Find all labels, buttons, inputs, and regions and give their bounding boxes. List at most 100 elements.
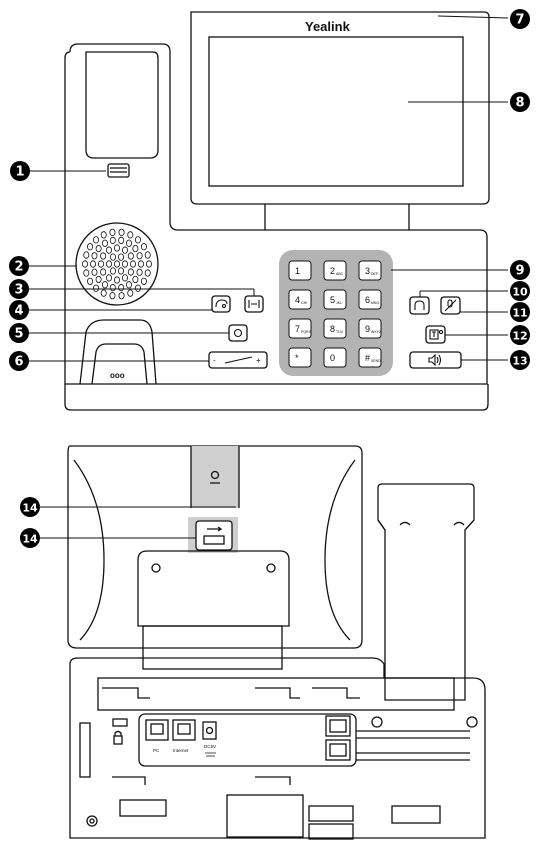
callout-10: 10 (510, 281, 530, 301)
speaker-hole (93, 284, 100, 292)
redial-button[interactable] (228, 324, 248, 342)
key-digit: 7 (295, 324, 300, 334)
speaker-hole (83, 269, 90, 277)
handset-back (377, 483, 475, 701)
pc-port[interactable] (145, 719, 169, 741)
key-digit: * (295, 353, 299, 363)
callout-11: 11 (510, 302, 530, 322)
headset-jack[interactable] (325, 715, 351, 737)
speaker-hole (118, 267, 125, 275)
speaker-hole (102, 281, 109, 289)
key-letters: WXYZ (371, 330, 382, 334)
phone-body (64, 43, 488, 385)
callout-number: 2 (14, 260, 23, 275)
key-letters: . (301, 359, 302, 363)
key-digit: 5 (330, 295, 335, 305)
key-letters: TUV (336, 330, 344, 334)
speaker-hole (93, 236, 100, 244)
key-digit: 0 (330, 353, 335, 363)
callout-2: 2 (9, 256, 29, 276)
brand-logo: Yealink (305, 19, 351, 34)
volume-key[interactable] (208, 351, 268, 369)
callout-number: 6 (14, 355, 23, 370)
headset-button[interactable] (211, 295, 231, 313)
volume-minus: - (213, 356, 216, 365)
speaker-hole (118, 228, 125, 236)
handset-jack[interactable] (325, 739, 351, 761)
speaker-hole (87, 243, 94, 251)
key-digit: 1 (295, 266, 300, 276)
speaker-hole (122, 260, 129, 268)
callout-number: 4 (14, 304, 23, 319)
key-digit: 9 (365, 324, 370, 334)
button-icons (215, 299, 457, 367)
keypad-key[interactable]: #SEND (358, 347, 382, 368)
hook-switch (107, 163, 130, 178)
mute-icon (444, 299, 457, 312)
speaker-hole (134, 236, 141, 244)
speaker-hole (106, 274, 113, 282)
callout-lines (29, 15, 509, 539)
dc-power-port[interactable] (202, 721, 217, 740)
mute-key[interactable] (440, 296, 461, 315)
callout-13: 13 (510, 350, 530, 370)
speaker-hole (102, 239, 109, 247)
speaker-hole (114, 276, 121, 284)
speaker-hole (144, 251, 151, 259)
speaker-holes (82, 228, 152, 300)
callout-5: 5 (9, 323, 29, 343)
speaker-hole (132, 275, 139, 284)
speaker-hole (95, 244, 102, 253)
speaker-hole (100, 252, 107, 260)
key-letters: JKL (336, 301, 342, 305)
speaker-hole (127, 268, 134, 276)
speaker-hole (114, 244, 121, 252)
speaker-grille (75, 222, 159, 306)
headset-icon (215, 299, 228, 309)
speaker-hole (144, 269, 151, 277)
speaker-hole (95, 275, 102, 284)
speaker-hole (100, 268, 107, 276)
front-view (64, 11, 490, 411)
key-letters: ABC (336, 272, 344, 276)
speaker-hole (98, 260, 105, 268)
callout-number: 14 (22, 502, 38, 515)
key-letters: DEF (371, 272, 378, 276)
speaker-hole (136, 252, 143, 260)
speaker-hole (137, 260, 144, 268)
pc-port-label: PC (153, 748, 160, 753)
teams-key[interactable] (425, 325, 446, 344)
keypad-key[interactable]: 0 (323, 347, 347, 368)
callout-number: 8 (515, 96, 524, 111)
lock-slot (113, 735, 123, 745)
keypad-key[interactable]: *. (288, 347, 312, 368)
camera-icon (210, 470, 220, 480)
speaker-hole (91, 252, 98, 260)
key-letters: SEND (371, 359, 381, 363)
speaker-hole (109, 236, 116, 244)
key-letters: GHI (301, 301, 307, 305)
speaker-hole (118, 292, 125, 300)
base (69, 657, 486, 839)
speaker-icon (428, 353, 442, 367)
speaker-hole (129, 260, 136, 268)
camera-band (191, 446, 239, 508)
keypad-key[interactable]: 1 (288, 260, 312, 281)
speaker-hole (106, 260, 113, 268)
speaker-hole (127, 252, 134, 260)
callout-6: 6 (9, 351, 29, 371)
speaker-hole (132, 244, 139, 253)
speaker-hole (136, 268, 143, 276)
headset-key[interactable] (409, 296, 430, 315)
speaker-hole (110, 253, 117, 261)
internet-port[interactable] (172, 719, 196, 741)
